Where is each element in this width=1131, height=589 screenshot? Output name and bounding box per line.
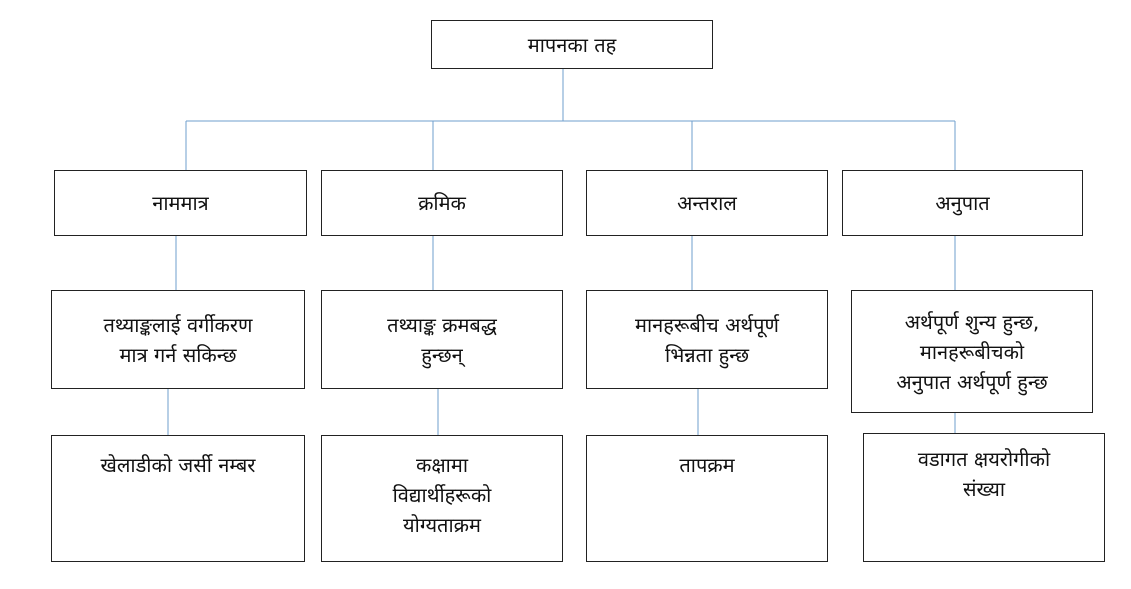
example-node-ratio: वडागत क्षयरोगीको संख्या bbox=[863, 433, 1105, 562]
example-line: खेलाडीको जर्सी नम्बर bbox=[100, 453, 256, 477]
example-node-ordinal: कक्षामा विद्यार्थीहरूको योग्यताक्रम bbox=[321, 435, 563, 562]
example-line: कक्षामा bbox=[415, 453, 469, 477]
category-label: अनुपात bbox=[935, 191, 990, 215]
description-node-nominal: तथ्याङ्कलाई वर्गीकरण मात्र गर्न सकिन्छ bbox=[51, 290, 305, 389]
category-label: अन्तराल bbox=[677, 191, 737, 215]
category-node-interval: अन्तराल bbox=[586, 170, 828, 236]
description-line: अनुपात अर्थपूर्ण हुन्छ bbox=[896, 369, 1048, 394]
description-node-ordinal: तथ्याङ्क क्रमबद्ध हुन्छन् bbox=[321, 290, 563, 389]
description-node-interval: मानहरूबीच अर्थपूर्ण भिन्नता हुन्छ bbox=[586, 290, 828, 389]
description-line: तथ्याङ्कलाई वर्गीकरण bbox=[103, 312, 253, 337]
example-line: वडागत क्षयरोगीको bbox=[917, 447, 1051, 471]
example-line: संख्या bbox=[963, 477, 1005, 501]
description-line: तथ्याङ्क क्रमबद्ध bbox=[387, 312, 497, 337]
category-node-ratio: अनुपात bbox=[842, 170, 1083, 236]
description-line: भिन्नता हुन्छ bbox=[665, 342, 749, 367]
example-node-nominal: खेलाडीको जर्सी नम्बर bbox=[51, 435, 305, 562]
description-line: मानहरूबीच अर्थपूर्ण bbox=[635, 312, 779, 337]
root-node: मापनका तह bbox=[431, 20, 713, 69]
example-line: तापक्रम bbox=[679, 453, 735, 477]
description-line: मात्र गर्न सकिन्छ bbox=[119, 342, 237, 367]
description-node-ratio: अर्थपूर्ण शुन्य हुन्छ, मानहरूबीचको अनुपा… bbox=[851, 290, 1093, 413]
root-label: मापनका तह bbox=[527, 32, 617, 57]
description-line: हुन्छन् bbox=[421, 342, 463, 367]
example-node-interval: तापक्रम bbox=[586, 435, 828, 562]
example-line: विद्यार्थीहरूको bbox=[392, 483, 492, 507]
category-node-nominal: नाममात्र bbox=[54, 170, 307, 236]
description-line: अर्थपूर्ण शुन्य हुन्छ, bbox=[904, 309, 1040, 334]
category-label: क्रमिक bbox=[418, 191, 466, 215]
category-label: नाममात्र bbox=[152, 191, 209, 215]
example-line: योग्यताक्रम bbox=[403, 513, 481, 537]
category-node-ordinal: क्रमिक bbox=[321, 170, 563, 236]
description-line: मानहरूबीचको bbox=[919, 339, 1025, 364]
